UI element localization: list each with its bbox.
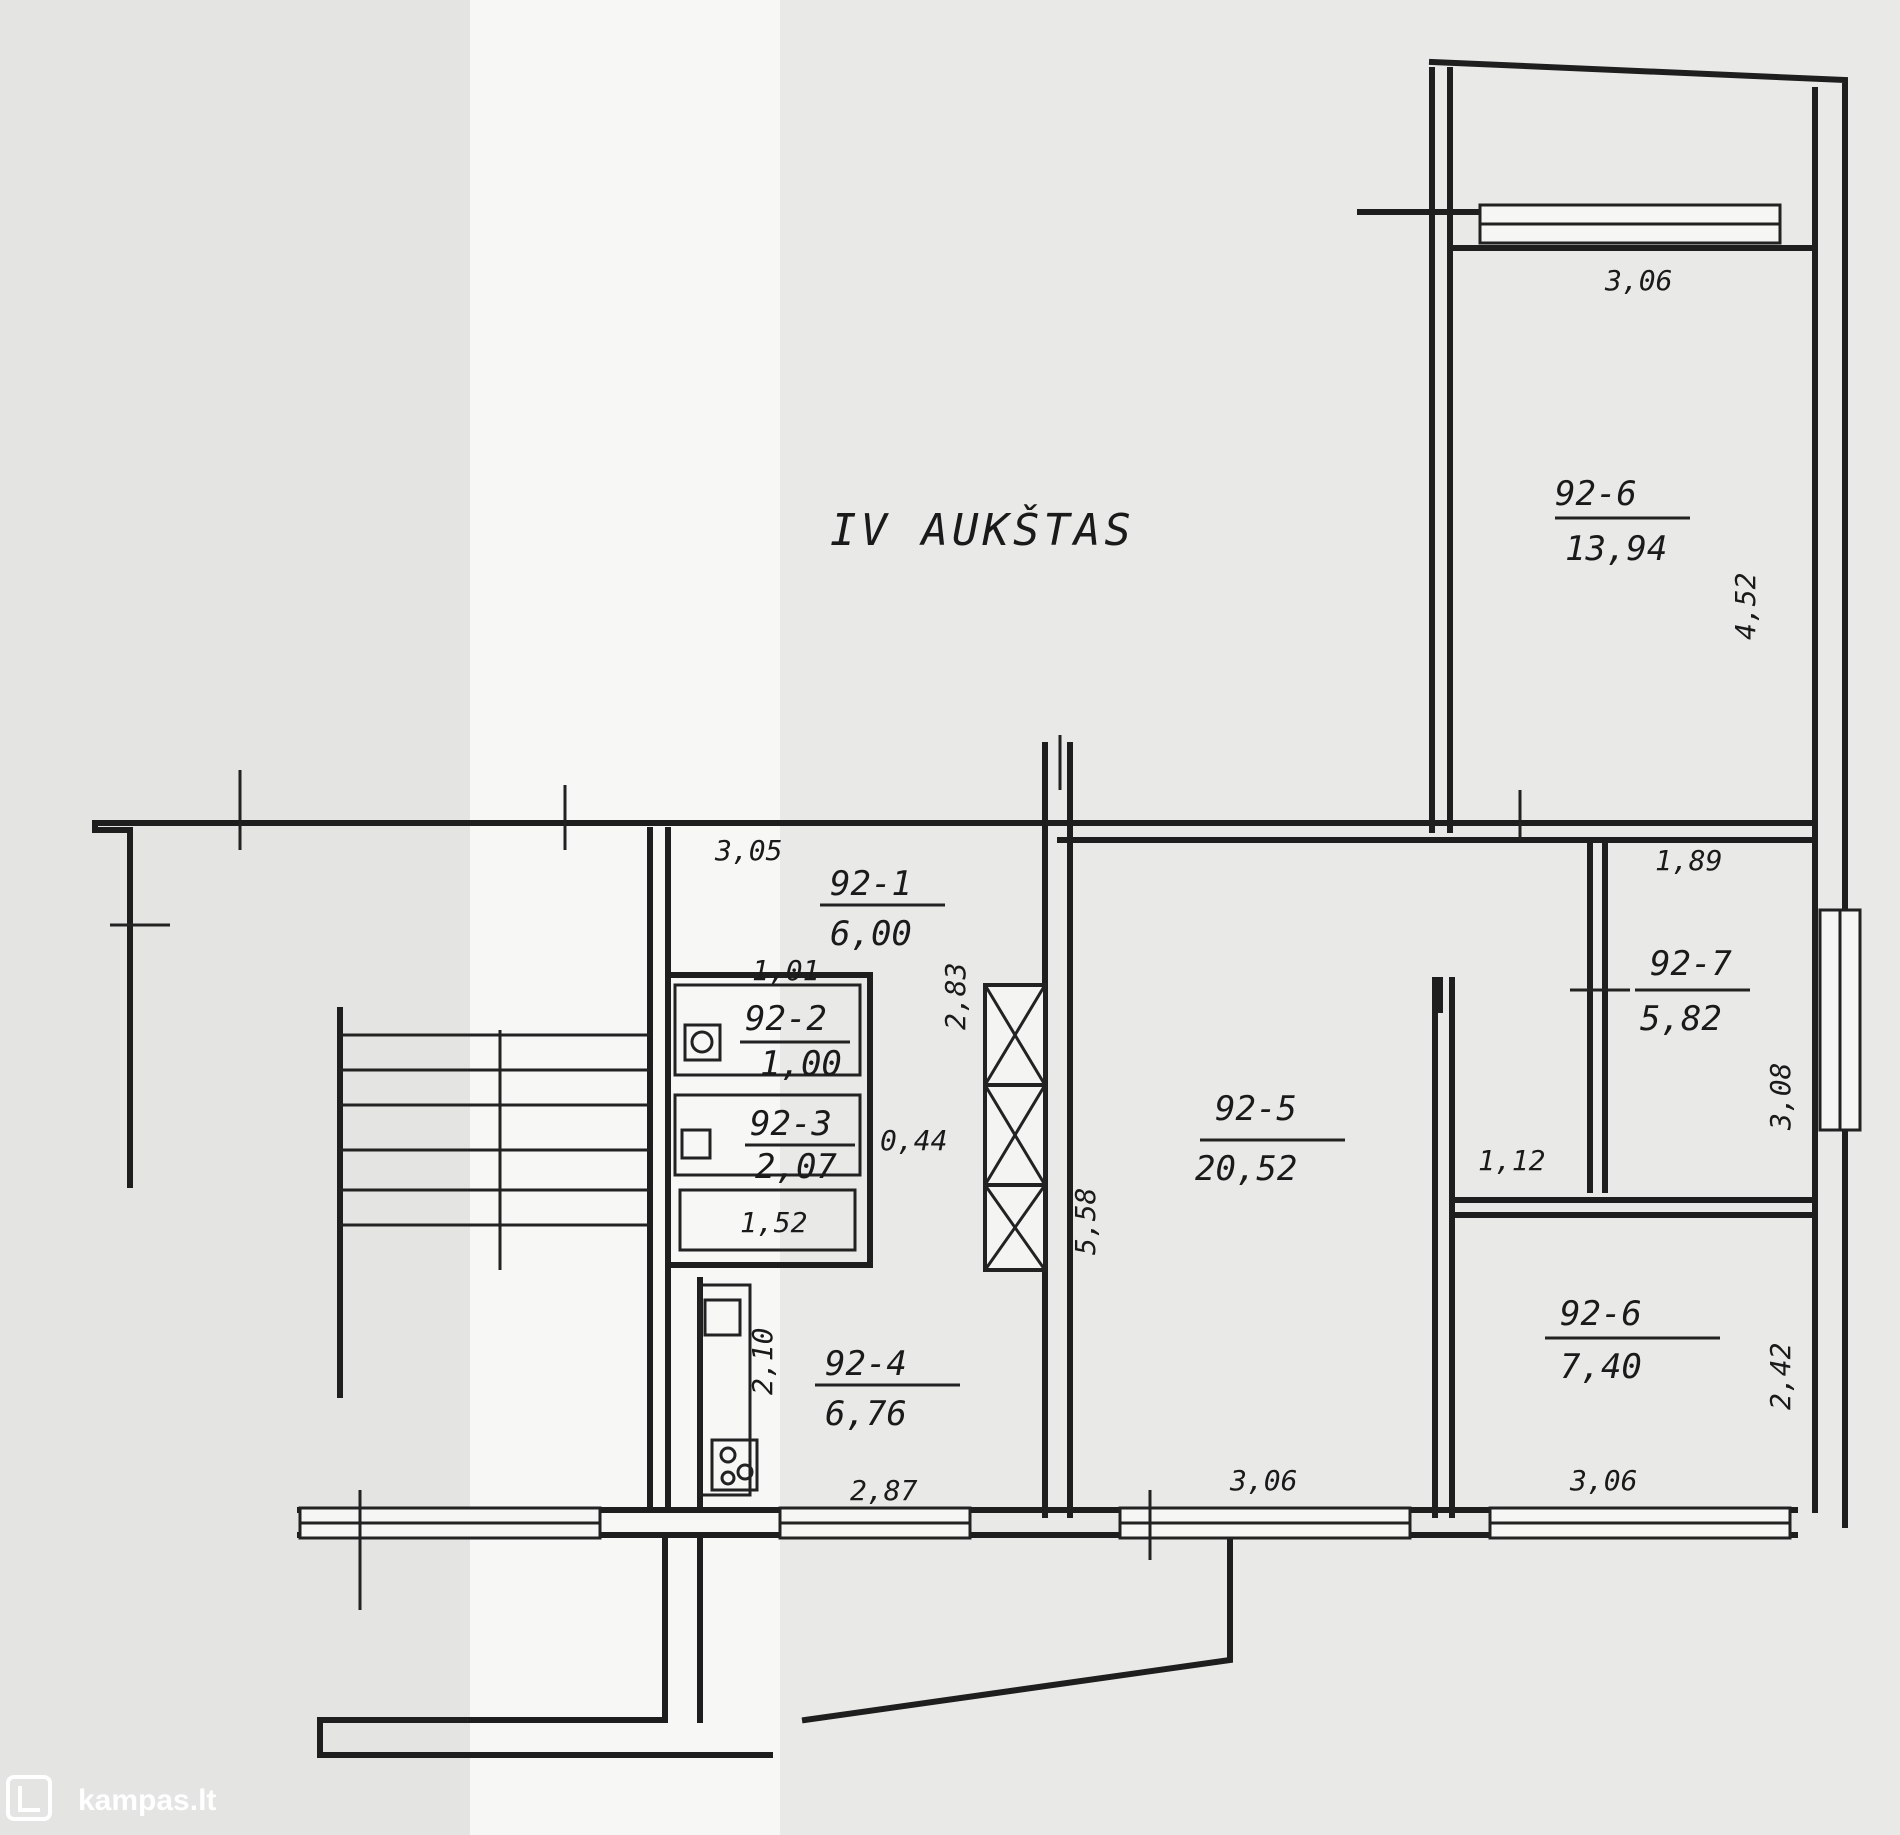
dim-label: 1,52 <box>740 1206 807 1239</box>
room-92-7-area: 5,82 <box>1640 999 1722 1039</box>
room-92-5-id: 92-5 <box>1215 1089 1297 1129</box>
dim-label: 5,58 <box>1069 1188 1102 1255</box>
dim-label: 3,06 <box>1229 1464 1297 1497</box>
room-92-4-id: 92-4 <box>825 1344 907 1384</box>
dim-label: 2,42 <box>1764 1343 1797 1410</box>
dim-label: 3,06 <box>1569 1464 1637 1497</box>
dim-label: 2,83 <box>939 963 972 1030</box>
windows <box>298 203 1862 1540</box>
room-92-3-id: 92-3 <box>750 1104 832 1144</box>
room-92-6b-id: 92-6 <box>1560 1294 1642 1334</box>
room-92-1-area: 6,00 <box>830 914 912 954</box>
room-labels: 92-1 6,00 92-2 1,00 92-3 2,07 92-4 6,76 … <box>740 474 1750 1434</box>
dim-label: 3,08 <box>1764 1063 1797 1131</box>
staircase <box>337 1007 650 1398</box>
dim-label: 1,89 <box>1655 844 1722 877</box>
room-92-5-area: 20,52 <box>1195 1149 1297 1189</box>
paper-fold-shade-left <box>0 0 470 1835</box>
paper-right-sheet <box>780 0 1900 1835</box>
dim-label: 3,05 <box>714 834 782 867</box>
paper-fold-light <box>470 0 780 1835</box>
dim-label: 3,06 <box>1604 264 1672 297</box>
kampas-logo-icon <box>6 1775 52 1821</box>
door-marks <box>110 735 1630 1610</box>
kampas-watermark: kampas.lt <box>6 1775 216 1821</box>
fixtures <box>673 983 862 1497</box>
room-92-7-id: 92-7 <box>1650 944 1732 984</box>
room-92-1-id: 92-1 <box>830 864 912 904</box>
watermark-text: kampas.lt <box>78 1784 216 1817</box>
vent-shafts <box>983 983 1047 1272</box>
dimension-labels: 3,06 4,52 3,05 1,89 2,83 1,01 0,44 1,52 … <box>714 264 1797 1507</box>
room-92-2-area: 1,00 <box>760 1044 842 1084</box>
room-92-6b-area: 7,40 <box>1560 1347 1642 1387</box>
room-92-2-id: 92-2 <box>745 999 827 1039</box>
room-92-3-area: 2,07 <box>755 1147 837 1187</box>
room-92-6-id: 92-6 <box>1555 474 1637 514</box>
kampas-logo-mark <box>18 1786 40 1812</box>
room-92-4-area: 6,76 <box>825 1394 907 1434</box>
room-92-6-area: 13,94 <box>1565 529 1667 569</box>
dim-label: 2,87 <box>850 1474 918 1507</box>
dim-label: 0,44 <box>880 1124 947 1157</box>
dim-label: 1,01 <box>752 954 819 987</box>
floor-title: IV AUKŠTAS <box>830 503 1135 556</box>
dim-label: 2,10 <box>746 1328 779 1395</box>
dim-label: 4,52 <box>1729 573 1762 640</box>
dim-label: 1,12 <box>1478 1144 1545 1177</box>
